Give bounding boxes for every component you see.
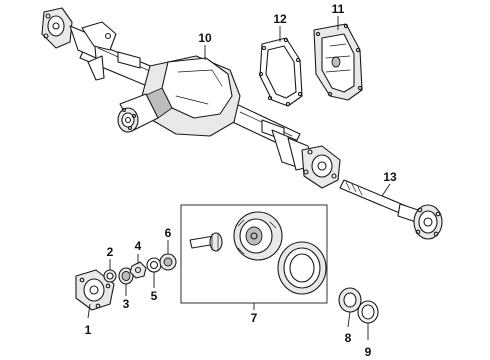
cover-gasket <box>258 37 303 107</box>
callout-4: 4 <box>135 239 142 253</box>
axle-housing <box>41 7 341 189</box>
callout-numbers: 1 2 3 4 5 6 7 8 9 10 11 12 13 <box>85 2 397 359</box>
pinion-inner-bearing <box>159 253 177 271</box>
ring-pinion-kit <box>180 204 328 304</box>
callout-11: 11 <box>332 2 345 16</box>
pinion-seal <box>103 269 117 283</box>
callout-7: 7 <box>251 311 258 325</box>
callout-9: 9 <box>365 345 372 359</box>
axle-bearing <box>338 287 362 313</box>
callout-6: 6 <box>165 226 172 240</box>
callout-13: 13 <box>383 170 397 184</box>
callout-1: 1 <box>85 323 92 337</box>
pinion-washer <box>146 257 162 273</box>
leader-lines <box>87 16 391 340</box>
companion-flange <box>75 269 115 311</box>
axle-shaft <box>339 179 443 240</box>
differential-cover <box>313 23 363 101</box>
callout-5: 5 <box>151 289 158 303</box>
callout-2: 2 <box>107 245 114 259</box>
pinion-nut <box>129 261 147 279</box>
axle-seal <box>357 300 379 324</box>
callout-8: 8 <box>345 331 352 345</box>
callout-3: 3 <box>123 297 130 311</box>
callout-12: 12 <box>273 12 287 26</box>
callout-10: 10 <box>198 31 212 45</box>
